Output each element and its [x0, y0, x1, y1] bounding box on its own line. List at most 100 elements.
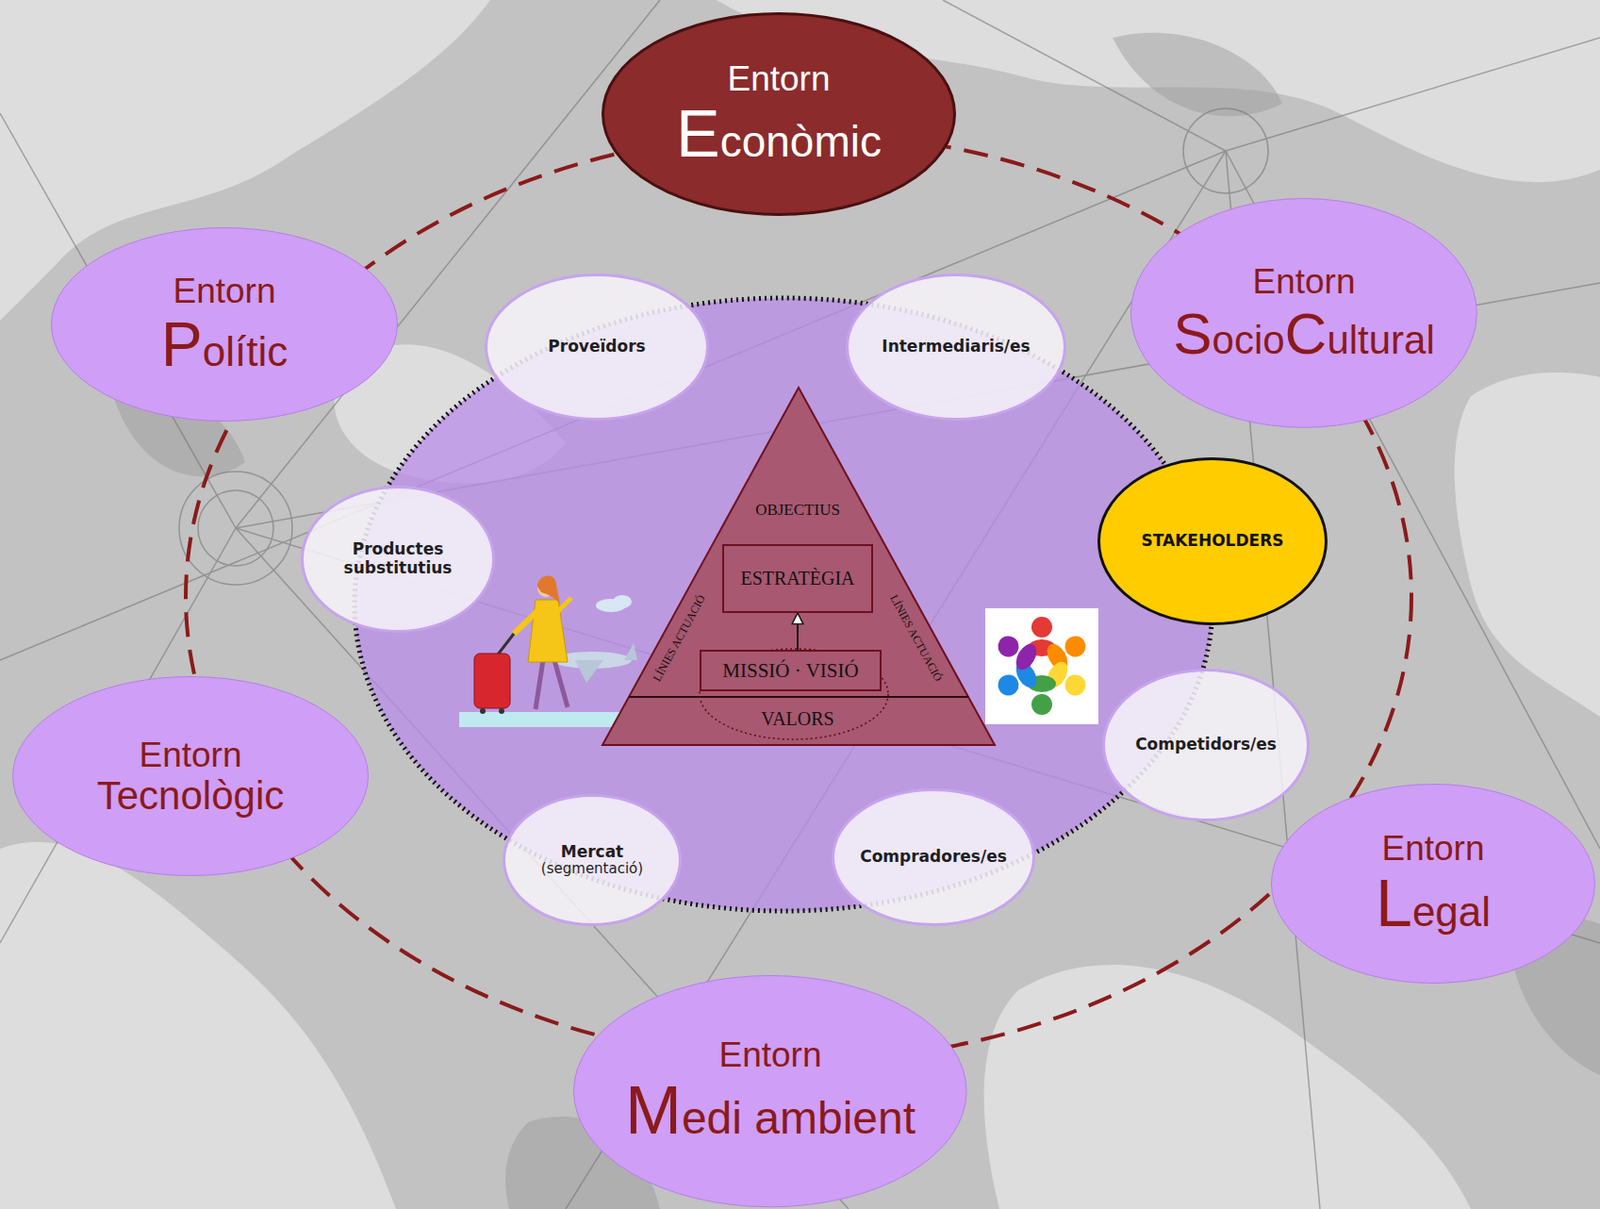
environment-ellipse: EntornTecnològic	[12, 676, 369, 876]
box-label: ESTRATÈGIA	[740, 567, 855, 590]
map-detail	[479, 708, 486, 714]
map-detail	[474, 653, 511, 709]
map-detail	[1183, 108, 1269, 194]
initial-letter: P	[161, 309, 203, 380]
node-label: Legal	[1375, 869, 1491, 940]
ellipse-shape	[1271, 784, 1596, 984]
label-stack: EntornLegal	[1375, 828, 1491, 939]
node-label: Compradores/es	[859, 847, 1007, 867]
map-detail	[612, 594, 632, 609]
map-detail	[1225, 37, 1600, 151]
ellipse-shape	[302, 487, 495, 632]
ellipse-shape	[51, 228, 398, 422]
map-shade	[113, 32, 1600, 1209]
ellipse-shape	[13, 676, 369, 876]
initial-letter: C	[1285, 300, 1328, 366]
node-label: STAKEHOLDERS	[1140, 531, 1284, 551]
ellipse-outline	[50, 227, 398, 422]
node-label: Mercat	[560, 842, 625, 862]
label-stack: EntornSocioCultural	[1172, 262, 1436, 364]
pyramid-base-line	[628, 695, 969, 698]
node-label: Entorn	[718, 1035, 822, 1076]
ellipse-outline	[601, 12, 957, 216]
ellipse-shape	[574, 974, 968, 1206]
label-stack: Competidors/es	[1135, 735, 1277, 755]
label-stack: Proveïdors	[547, 337, 645, 357]
node-label: Proveïdors	[547, 337, 645, 357]
node-label: Intermediaris/es	[881, 337, 1030, 357]
node-label: SocioCultural	[1172, 302, 1436, 364]
map-detail	[459, 711, 622, 727]
stakeholders-ellipse: STAKEHOLDERS	[1097, 457, 1328, 626]
strategy-box: ESTRATÈGIA	[722, 544, 874, 613]
ellipse-outline	[1270, 783, 1596, 984]
box-label: MISSIÓ · VISIÓ	[722, 659, 858, 682]
company-environment	[354, 297, 1213, 911]
ellipse-shape	[603, 14, 956, 215]
node-label: Econòmic	[676, 99, 882, 170]
pyramid-shape	[602, 387, 995, 745]
label-stack: Compradores/es	[859, 847, 1007, 867]
label-stack: EntornTecnològic	[97, 735, 284, 818]
map-detail	[942, 0, 1226, 151]
node-label: Entorn	[1252, 262, 1355, 303]
label-anchor: OBJECTIUS	[755, 500, 841, 520]
strategy-pyramid: OBJECTIUSLÍNIES ACTUACIÓLÍNIES ACTUACIÓV…	[602, 387, 995, 745]
label-anchor: VALORS	[757, 708, 838, 730]
ellipse-shape	[833, 790, 1035, 925]
map-detail	[513, 610, 538, 634]
node-label: Entorn	[1381, 828, 1485, 870]
ellipse-shape	[486, 275, 709, 420]
environment-ellipse: EntornSocioCultural	[1130, 197, 1478, 429]
node-label: Tecnològic	[97, 775, 284, 817]
initial-letter: L	[1375, 866, 1413, 941]
node-label: Polític	[161, 312, 289, 378]
map-detail	[0, 0, 491, 321]
mission-vision-box: MISSIÓ · VISIÓ	[699, 649, 882, 692]
map-detail	[1011, 640, 1041, 674]
actor-ellipse: Competidors/es	[1102, 668, 1310, 822]
map-detail	[991, 628, 1040, 674]
map-detail	[497, 633, 514, 655]
map-detail	[624, 643, 638, 660]
map-detail	[498, 708, 505, 714]
environment-ellipse: EntornEconòmic	[601, 12, 957, 216]
label-stack: EntornPolític	[161, 271, 289, 378]
ellipse-shape	[1131, 198, 1478, 429]
actor-ellipse: Proveïdors	[484, 273, 710, 421]
map-detail	[558, 597, 572, 611]
map-detail	[535, 659, 544, 710]
label-stack: Intermediaris/es	[881, 337, 1030, 357]
map-detail	[554, 659, 568, 708]
label-stack: EntornEconòmic	[676, 59, 882, 169]
label-stack: EntornMedi ambient	[625, 1035, 916, 1147]
initial-letter: S	[1172, 300, 1212, 366]
node-label: Entorn	[726, 59, 830, 100]
people-icon	[985, 608, 1099, 725]
map-detail	[1031, 616, 1053, 638]
traveller-illustration	[459, 575, 638, 727]
ellipse-shape	[1099, 459, 1327, 625]
node-label: Productes substitutius	[327, 540, 469, 578]
map-detail	[537, 575, 561, 604]
pyramid-label: VALORS	[757, 708, 838, 730]
label-stack: STAKEHOLDERS	[1140, 531, 1284, 551]
actor-ellipse: Productes substitutius	[300, 485, 495, 633]
actor-ellipse: Compradores/es	[831, 788, 1036, 926]
values-ellipse	[699, 648, 889, 740]
environment-ellipse: EntornPolític	[50, 227, 398, 422]
label-stack: Mercat(segmentació)	[541, 842, 644, 878]
map-detail	[984, 964, 1471, 1209]
map-detail	[985, 608, 1099, 725]
map-detail	[575, 659, 604, 683]
ellipse-shape	[847, 275, 1066, 420]
ellipse-shape	[504, 795, 681, 925]
node-label: Competidors/es	[1135, 735, 1277, 755]
environment-ellipse: EntornLegal	[1270, 783, 1596, 984]
map-detail	[197, 490, 274, 566]
map-detail	[1031, 693, 1053, 715]
